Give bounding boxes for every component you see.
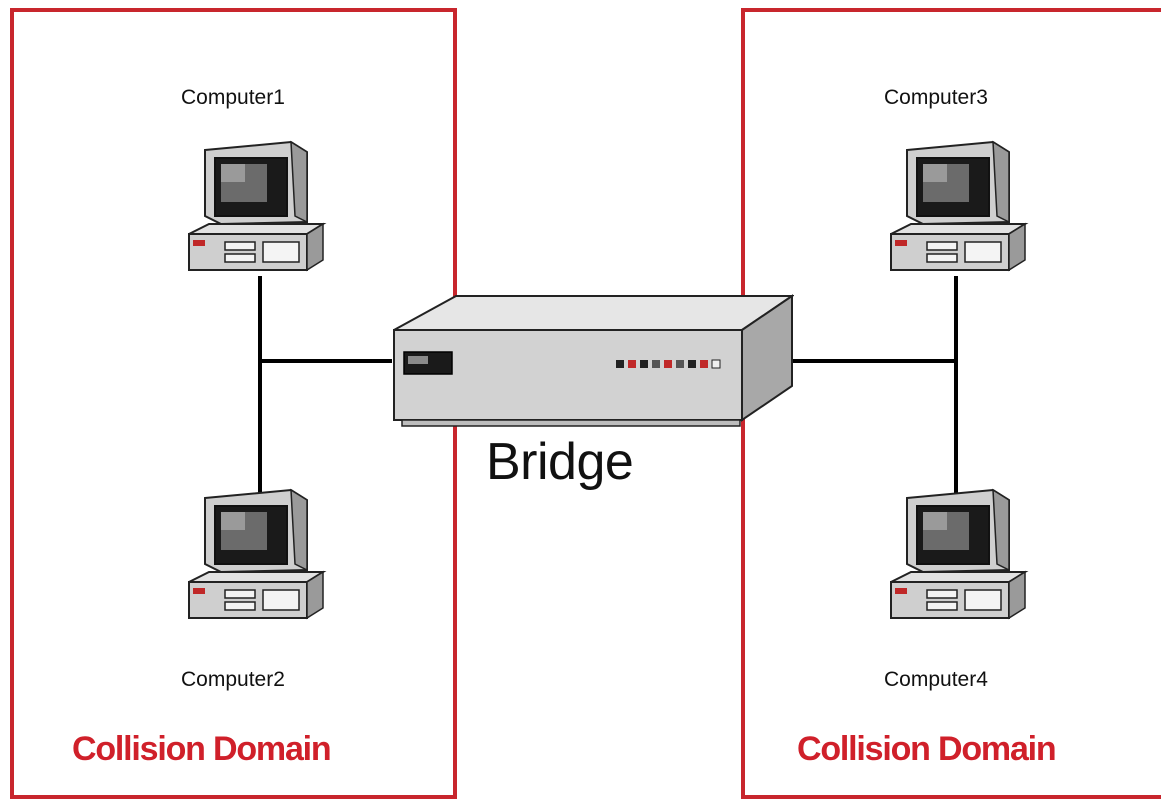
- computer2-label: Computer2: [181, 668, 285, 691]
- collision-domain-left-label: Collision Domain: [72, 730, 332, 768]
- collision-domain-right-label: Collision Domain: [797, 730, 1057, 768]
- computer-icon: [188, 488, 327, 620]
- bridge-icon: [393, 294, 794, 427]
- computer-icon: [188, 140, 327, 272]
- computer4-label: Computer4: [884, 668, 988, 691]
- bridge-label: Bridge: [486, 433, 634, 491]
- computer-icon: [890, 140, 1029, 272]
- computer1-label: Computer1: [181, 86, 285, 109]
- computer-icon: [890, 488, 1029, 620]
- computer3-label: Computer3: [884, 86, 988, 109]
